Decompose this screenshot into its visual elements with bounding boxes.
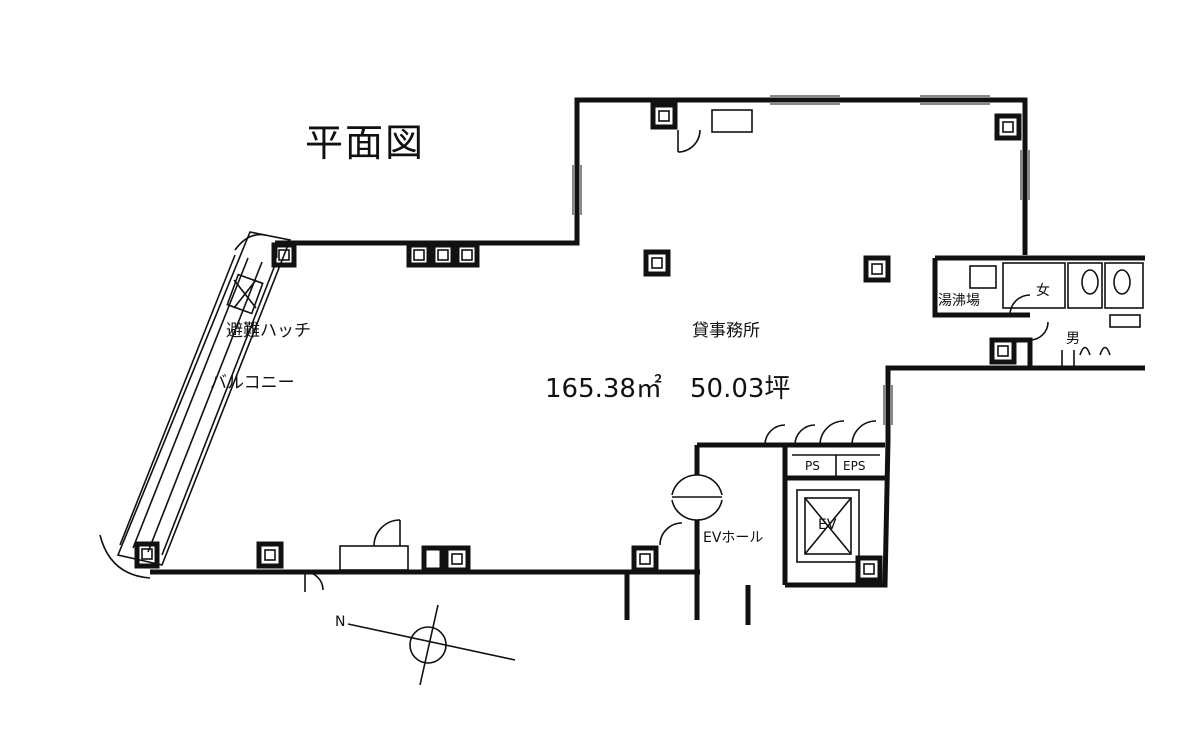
compass-symbol bbox=[347, 604, 516, 686]
doors bbox=[304, 109, 1049, 592]
plan-title: 平面図 bbox=[305, 121, 426, 165]
area-sqm-label: 165.38㎡ bbox=[545, 374, 662, 404]
eps-label: EPS bbox=[843, 459, 866, 473]
columns bbox=[134, 102, 1022, 583]
women-toilet-label: 女 bbox=[1036, 283, 1050, 299]
area-tsubo-label: 50.03坪 bbox=[690, 374, 791, 404]
balcony-label: バルコニー bbox=[210, 373, 295, 393]
windows bbox=[572, 95, 1030, 425]
outer-walls bbox=[150, 97, 1145, 625]
north-label: N bbox=[335, 614, 346, 630]
office-label: 貸事務所 bbox=[692, 321, 760, 341]
balcony-band bbox=[99, 231, 292, 579]
evac-hatch-label: 避難ハッチ bbox=[226, 321, 311, 341]
men-toilet-label: 男 bbox=[1066, 331, 1080, 347]
ps-label: PS bbox=[805, 459, 820, 473]
elevator bbox=[792, 454, 880, 563]
ev-hall-label: EVホール bbox=[703, 530, 764, 546]
kitchenette-label: 湯沸場 bbox=[938, 293, 980, 309]
toilet-fixtures bbox=[969, 262, 1144, 368]
ev-label: EV bbox=[818, 517, 837, 533]
